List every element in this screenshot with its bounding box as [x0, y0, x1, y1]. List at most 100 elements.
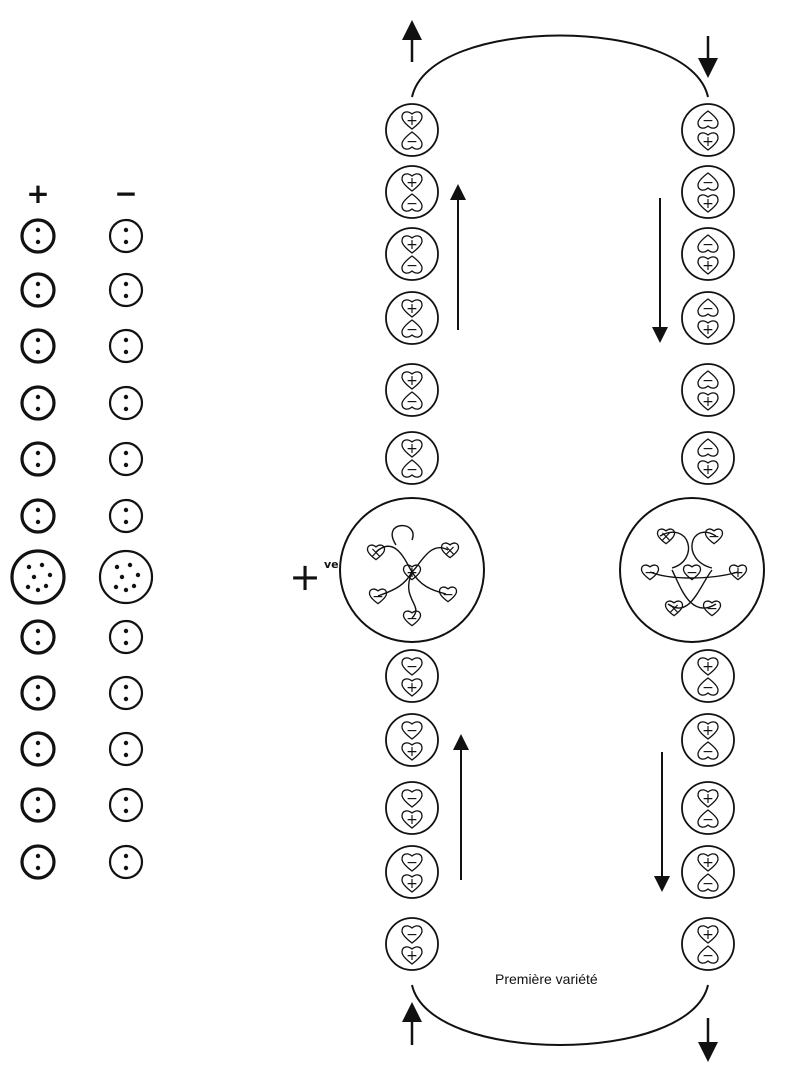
charge-symbol: −: [702, 744, 714, 760]
heart-cell: −+: [681, 363, 735, 417]
heart-icon: [697, 438, 719, 457]
charge-symbol: −: [702, 876, 714, 892]
charge-symbol: −: [406, 611, 418, 627]
heart-cell: −+: [385, 649, 439, 703]
heart-icon: [401, 853, 423, 872]
plus-dotted-circle: [20, 218, 56, 254]
charge-symbol: −: [406, 462, 418, 478]
top-loop: [411, 34, 709, 98]
heart-icon: [401, 678, 423, 697]
charge-symbol: +: [406, 301, 418, 317]
charge-symbol: −: [686, 565, 698, 581]
charge-symbol: +: [702, 258, 714, 274]
heart-cell: +−: [681, 713, 735, 767]
heart-icon: [401, 173, 423, 192]
charge-symbol: +: [406, 373, 418, 389]
heart-icon: [401, 235, 423, 254]
minus-dotted-circle: [108, 787, 144, 823]
charge-symbol: ×: [668, 601, 680, 617]
charge-symbol: −: [406, 659, 418, 675]
left-central-cluster: +××−−−: [339, 497, 485, 643]
heart-icon: [402, 610, 422, 627]
heart-icon: [401, 874, 423, 893]
charge-symbol: +: [702, 322, 714, 338]
plus-dotted-circle: [20, 675, 56, 711]
heart-cell: +−: [681, 845, 735, 899]
heart-icon: [697, 194, 719, 213]
right-heart-chain: −+−+−+−+−+−++−+−+−+−+−: [681, 103, 735, 971]
heart-icon: [401, 439, 423, 458]
heart-icon: [697, 298, 719, 317]
charge-symbol: −: [702, 301, 714, 317]
heart-cell: +−: [385, 431, 439, 485]
heart-cell: −+: [681, 103, 735, 157]
heart-icon: [664, 600, 684, 617]
heart-icon: [697, 789, 719, 808]
charge-symbol: −: [372, 589, 384, 605]
heart-icon: [697, 460, 719, 479]
charge-symbol: −: [702, 113, 714, 129]
heart-icon: [401, 742, 423, 761]
charge-symbol: −: [406, 394, 418, 410]
heart-icon: [401, 319, 423, 338]
heart-icon: [697, 132, 719, 151]
heart-icon: [401, 925, 423, 944]
heart-icon: [697, 741, 719, 760]
heart-icon: [697, 320, 719, 339]
plus-dotted-circle: [20, 328, 56, 364]
heart-icon: [702, 600, 722, 617]
heart-icon: [440, 542, 460, 559]
charge-symbol: +: [702, 462, 714, 478]
charge-symbol: ×: [370, 545, 382, 561]
minus-dotted-circle: [108, 498, 144, 534]
charge-symbol: +: [702, 855, 714, 871]
charge-symbol: −: [702, 680, 714, 696]
heart-icon: [401, 299, 423, 318]
minus-dotted-circle: [108, 272, 144, 308]
left-heart-chain: +−+−+−+−+−+−−+−+−+−+−+: [385, 103, 439, 971]
heart-icon: [401, 789, 423, 808]
heart-icon: [401, 193, 423, 212]
heart-cell: +−: [385, 363, 439, 417]
heart-icon: [401, 391, 423, 410]
minus-dotted-circle: [108, 619, 144, 655]
heart-icon: [728, 564, 748, 581]
charge-symbol: +: [702, 196, 714, 212]
charge-symbol: +: [702, 659, 714, 675]
charge-symbol: +: [702, 791, 714, 807]
charge-superscript: ve: [324, 558, 339, 571]
charge-symbol: ×: [444, 543, 456, 559]
plus-dotted-circle: [20, 498, 56, 534]
charge-symbol: −: [406, 322, 418, 338]
heart-icon: [401, 111, 423, 130]
plus-column-header: +: [26, 177, 49, 210]
minus-dotted-circle: [108, 441, 144, 477]
charge-symbol: +: [406, 237, 418, 253]
heart-icon: [697, 809, 719, 828]
charge-symbol: ×: [660, 529, 672, 545]
plus-dotted-circle: [20, 787, 56, 823]
heart-cell: +−: [385, 165, 439, 219]
charge-sign: +: [289, 555, 321, 599]
right-central-cluster: ×−−−+×−: [619, 497, 765, 643]
plus-dotted-circle: [20, 731, 56, 767]
heart-icon: [697, 392, 719, 411]
heart-cell: −+: [385, 917, 439, 971]
heart-icon: [401, 721, 423, 740]
heart-icon: [682, 564, 702, 581]
charge-symbol: +: [702, 723, 714, 739]
heart-cell: +−: [681, 781, 735, 835]
heart-icon: [697, 853, 719, 872]
charge-symbol: +: [702, 394, 714, 410]
charge-symbol: −: [406, 258, 418, 274]
charge-symbol: −: [406, 134, 418, 150]
heart-icon: [697, 873, 719, 892]
heart-icon: [697, 925, 719, 944]
charge-symbol: −: [702, 812, 714, 828]
minus-dotted-circle: [108, 675, 144, 711]
dotted-circle-columns: [10, 218, 154, 880]
charge-symbol: −: [406, 196, 418, 212]
heart-cell: −+: [681, 227, 735, 281]
charge-symbol: −: [708, 529, 720, 545]
